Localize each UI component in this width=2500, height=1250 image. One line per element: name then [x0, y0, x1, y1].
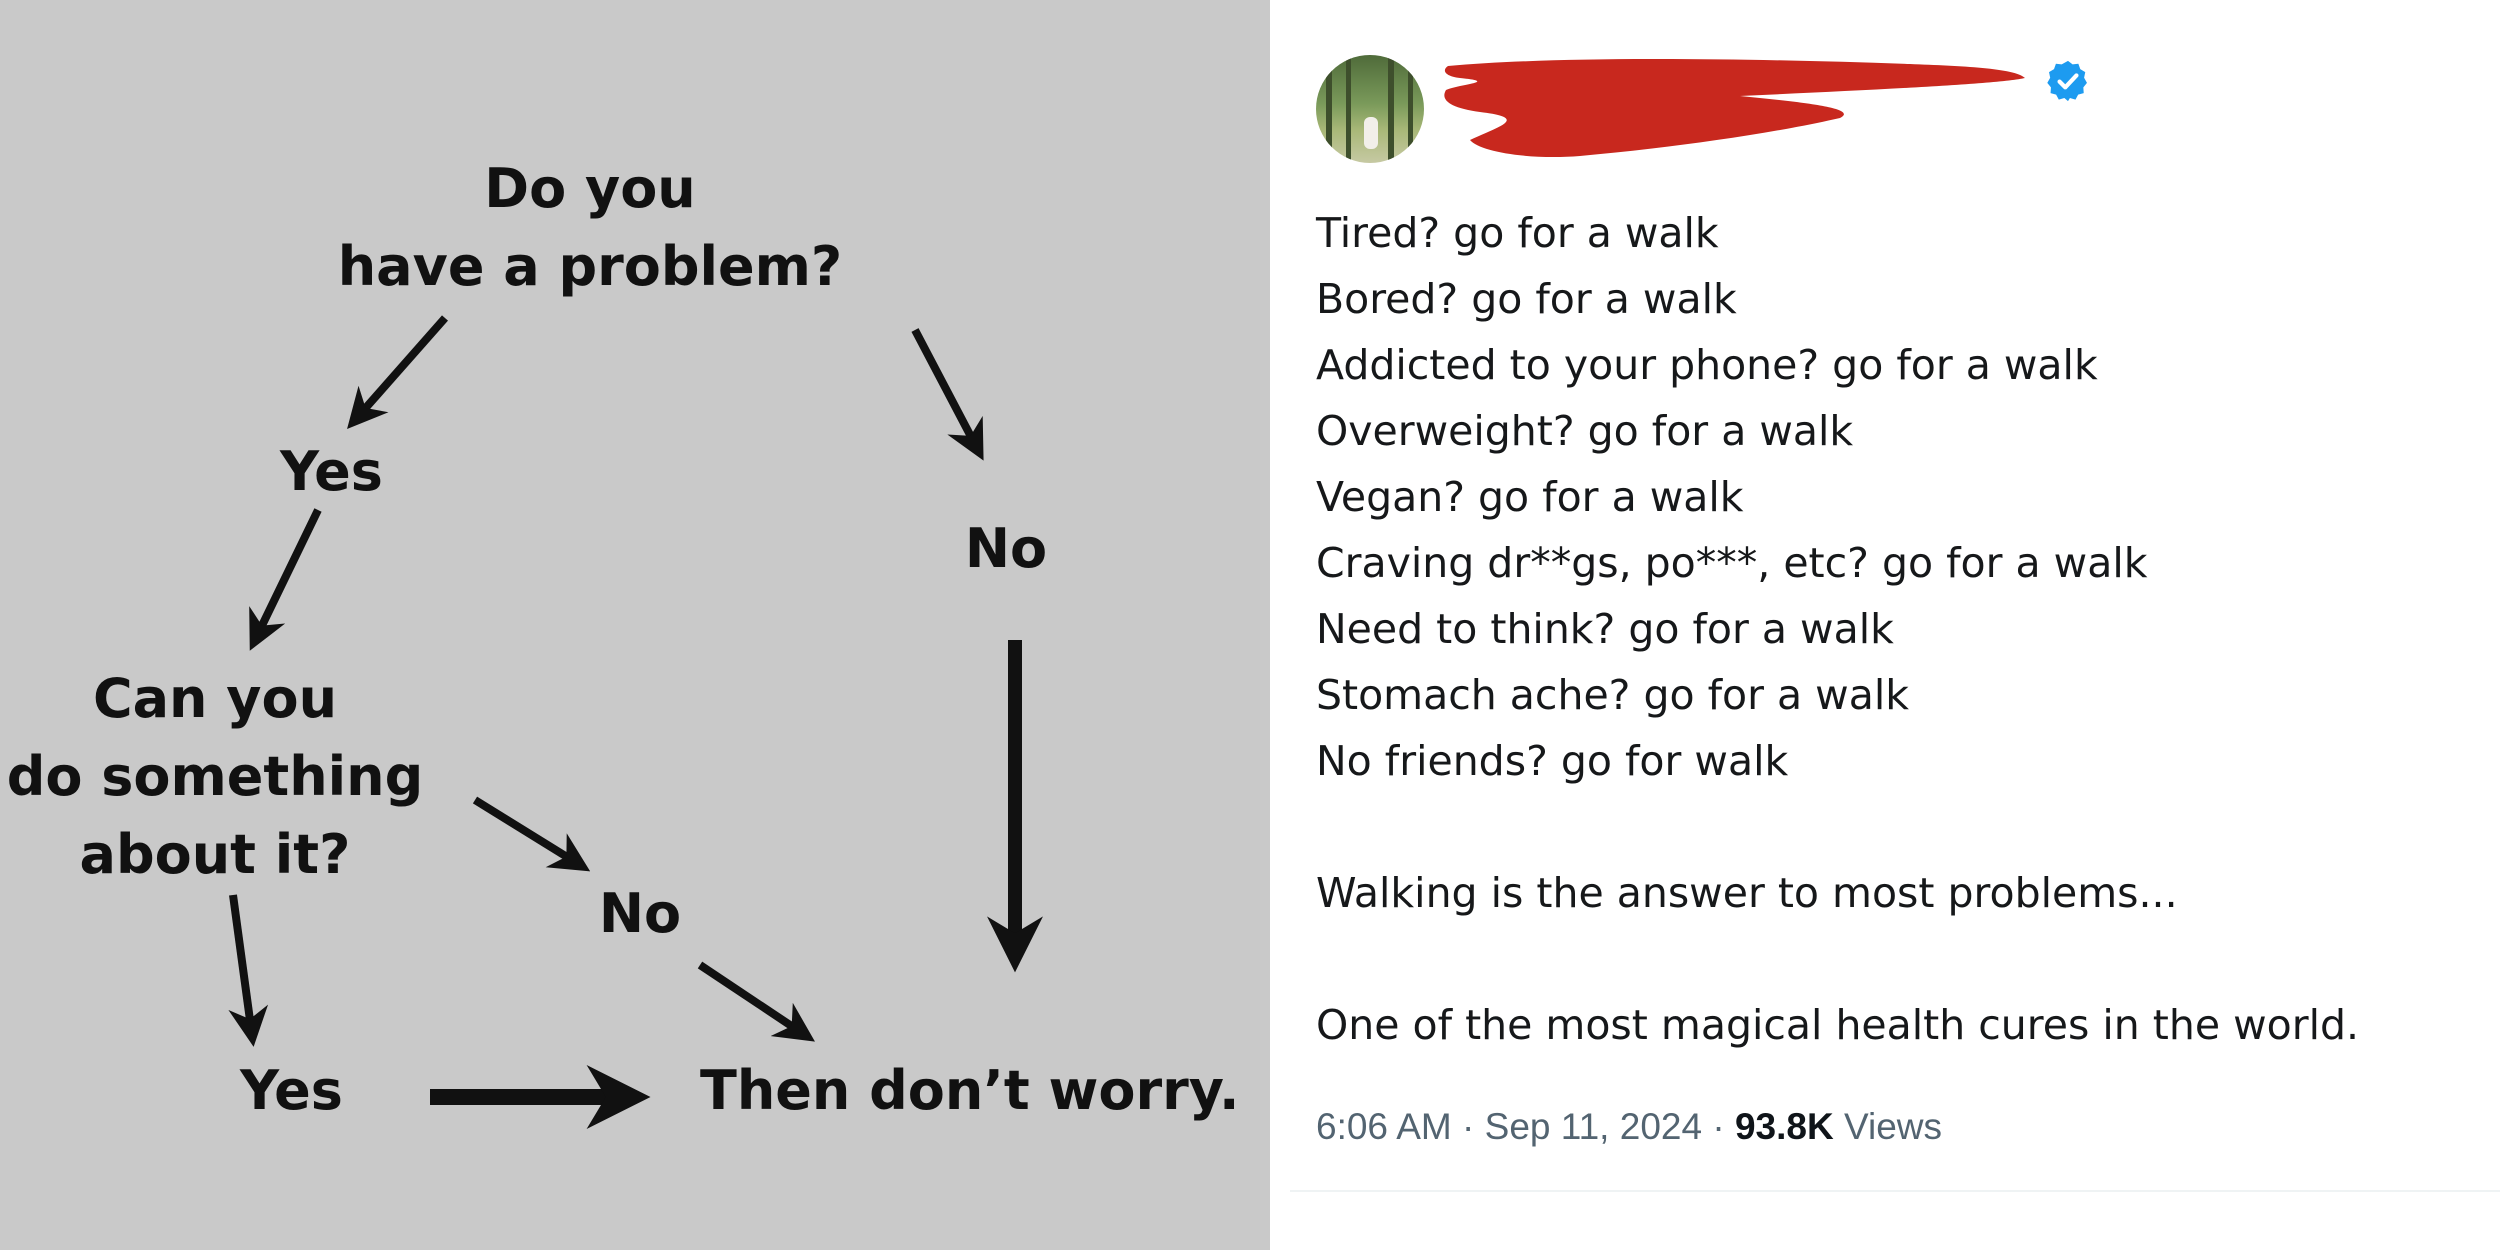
avatar-person-figure — [1364, 117, 1378, 149]
redacted-username — [1444, 59, 2025, 158]
question-can-do-line3: about it? — [79, 823, 351, 886]
tweet-line: Stomach ache? go for a walk — [1316, 671, 1909, 719]
flowchart-panel: Do you have a problem? Yes No Can you do… — [0, 0, 1270, 1250]
verified-badge-icon — [2047, 60, 2087, 102]
tweet-panel: Tired? go for a walk Bored? go for a wal… — [1270, 0, 2500, 1250]
tweet-line: Tired? go for a walk — [1316, 209, 1719, 257]
label-yes-second: Yes — [240, 1059, 343, 1122]
views-count: 93.8K — [1734, 1106, 1834, 1147]
divider — [1290, 1190, 2500, 1192]
question-can-do-something: Can you do something about it? — [0, 660, 430, 894]
label-no-second: No — [598, 882, 682, 945]
avatar[interactable] — [1316, 55, 1424, 163]
answer-dont-worry: Then don’t worry. — [700, 1059, 1240, 1122]
tweet-line: No friends? go for walk — [1316, 737, 1789, 785]
tweet-closing: One of the most magical health cures in … — [1316, 1001, 2360, 1049]
arrow-no-to-answer — [697, 961, 815, 1042]
arrow-question2-to-no — [472, 796, 591, 872]
tweet-line: Vegan? go for a walk — [1316, 473, 1744, 521]
tweet-line: Addicted to your phone? go for a walk — [1316, 341, 2098, 389]
tweet-body: Tired? go for a walk Bored? go for a wal… — [1316, 200, 2466, 1058]
tweet-date[interactable]: Sep 11, 2024 — [1484, 1106, 1703, 1147]
arrow-problem-to-no — [911, 328, 984, 461]
label-no-first: No — [964, 517, 1048, 580]
tweet-line: Overweight? go for a walk — [1316, 407, 1854, 455]
tweet-line: Bored? go for a walk — [1316, 275, 1737, 323]
question-can-do-line2: do something — [6, 745, 424, 808]
arrow-yes-to-question2 — [249, 508, 322, 651]
flowchart-arrows — [228, 315, 1043, 1129]
tweet-line: Craving dr**gs, po***, etc? go for a wal… — [1316, 539, 2148, 587]
views-label: Views — [1843, 1106, 1942, 1147]
tweet-summary: Walking is the answer to most problems..… — [1316, 869, 2178, 917]
meta-separator: · — [1462, 1106, 1475, 1147]
arrow-question2-to-yes — [228, 894, 269, 1047]
question-can-do-line1: Can you — [92, 667, 338, 730]
arrow-problem-to-yes — [347, 315, 448, 429]
tweet-meta: 6:06 AM · Sep 11, 2024 · 93.8K Views — [1316, 1106, 1942, 1148]
label-yes-first: Yes — [280, 440, 383, 503]
question-have-problem-line2: have a problem? — [337, 235, 843, 298]
question-have-problem: Do you have a problem? — [290, 150, 890, 306]
meta-separator: · — [1712, 1106, 1725, 1147]
question-have-problem-line1: Do you — [484, 157, 696, 220]
tweet-line: Need to think? go for a walk — [1316, 605, 1894, 653]
tweet-time[interactable]: 6:06 AM — [1316, 1106, 1452, 1147]
